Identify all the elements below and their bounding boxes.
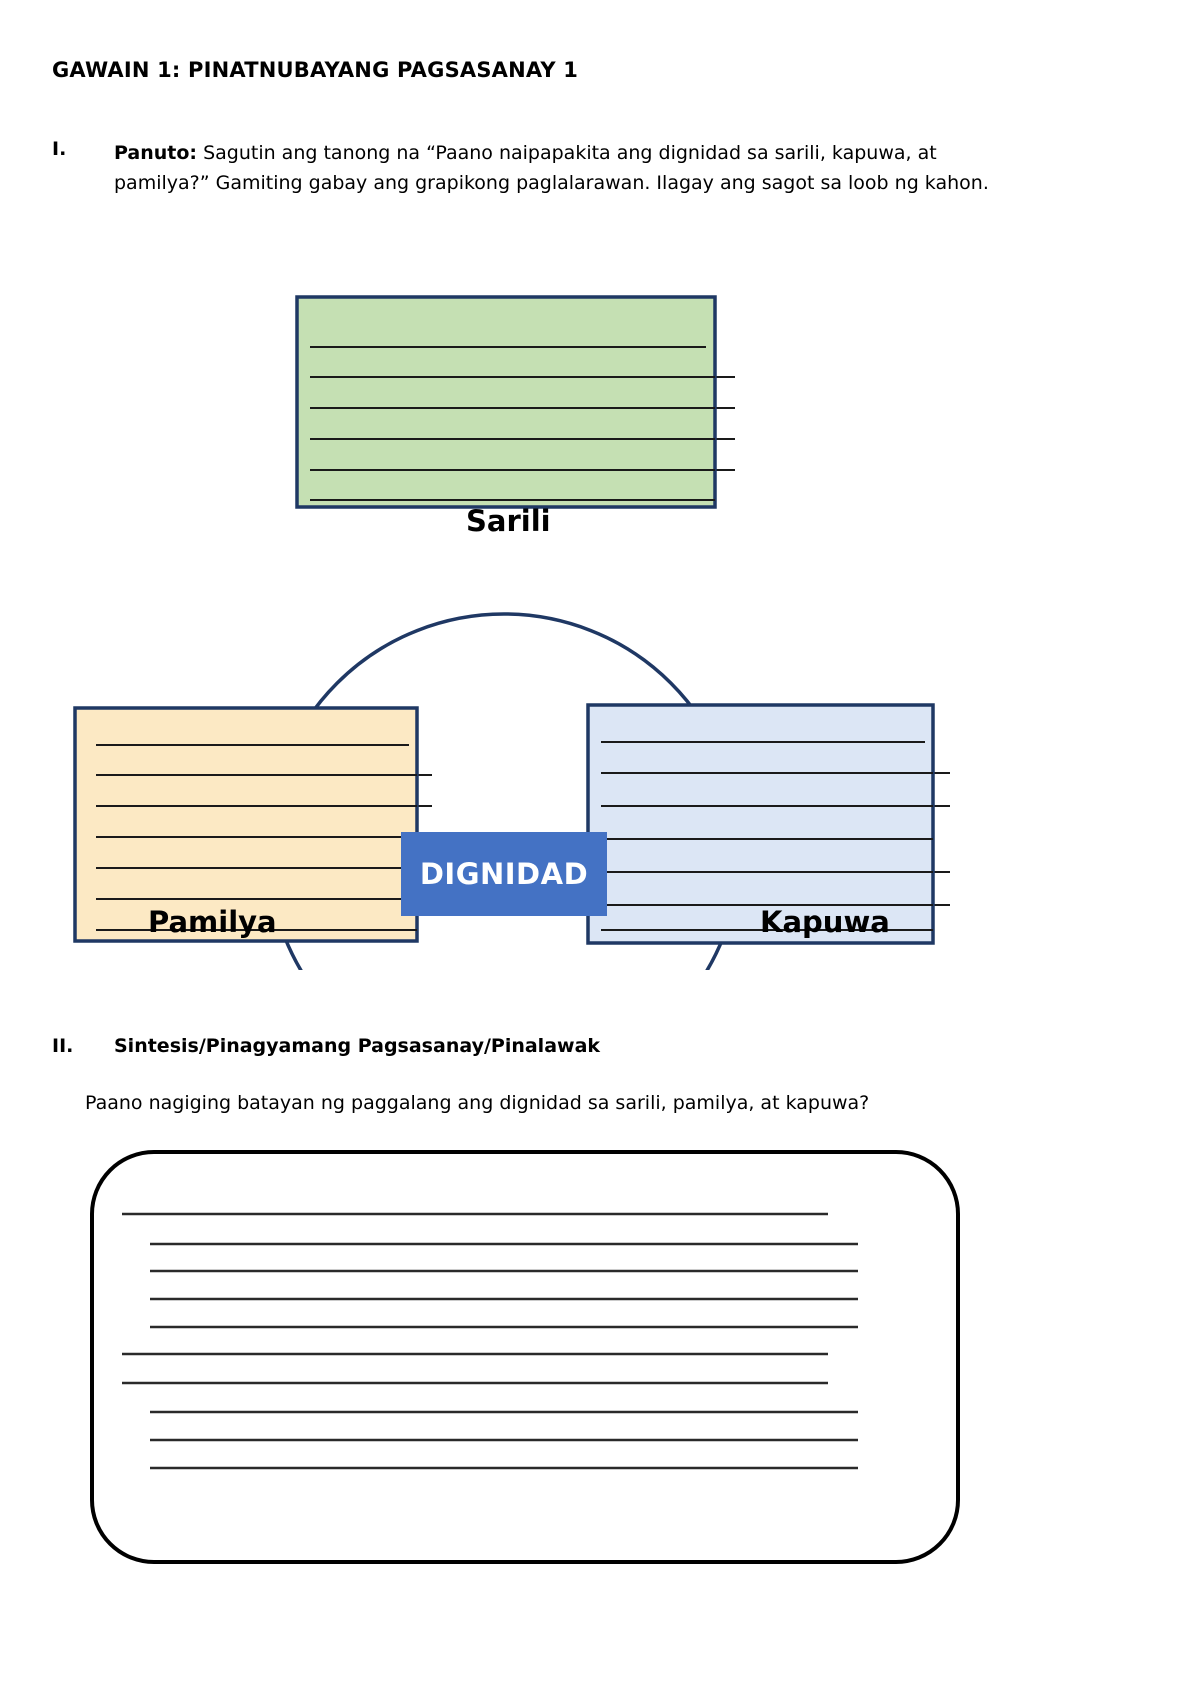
answer-area bbox=[0, 1140, 1000, 1570]
kapuwa-box[interactable] bbox=[586, 703, 935, 945]
sarili-label: Sarili bbox=[466, 504, 551, 538]
answer-rule-lines bbox=[122, 1212, 858, 1470]
graphic-organizer: Sarili Pamilya Kapuwa DIGNIDAD bbox=[0, 240, 1000, 970]
page-title: GAWAIN 1: PINATNUBAYANG PAGSASANAY 1 bbox=[52, 58, 579, 82]
section-two-title: Sintesis/Pinagyamang Pagsasanay/Pinalawa… bbox=[114, 1035, 601, 1057]
kapuwa-label: Kapuwa bbox=[760, 905, 890, 939]
section-two-numeral: II. bbox=[52, 1035, 74, 1057]
section-two-question: Paano nagiging batayan ng paggalang ang … bbox=[85, 1092, 870, 1114]
kapuwa-rule-lines bbox=[601, 741, 933, 931]
section-one-instruction: Panuto: Sagutin ang tanong na “Paano nai… bbox=[114, 138, 994, 198]
panuto-label: Panuto: bbox=[114, 142, 198, 164]
answer-rounded-box[interactable] bbox=[90, 1150, 960, 1564]
answer-box-svg bbox=[90, 1150, 960, 1564]
graphic-organizer-svg bbox=[73, 295, 950, 970]
section-one-numeral: I. bbox=[52, 138, 67, 160]
dignidad-center-box: DIGNIDAD bbox=[401, 832, 607, 916]
panuto-text: Sagutin ang tanong na “Paano naipapakita… bbox=[114, 142, 989, 194]
pamilya-box[interactable] bbox=[73, 706, 419, 943]
dignidad-label: DIGNIDAD bbox=[419, 857, 589, 891]
pamilya-rule-lines bbox=[96, 744, 417, 931]
sarili-rule-lines bbox=[310, 346, 715, 501]
sarili-box[interactable] bbox=[295, 295, 717, 509]
pamilya-label: Pamilya bbox=[148, 905, 277, 939]
